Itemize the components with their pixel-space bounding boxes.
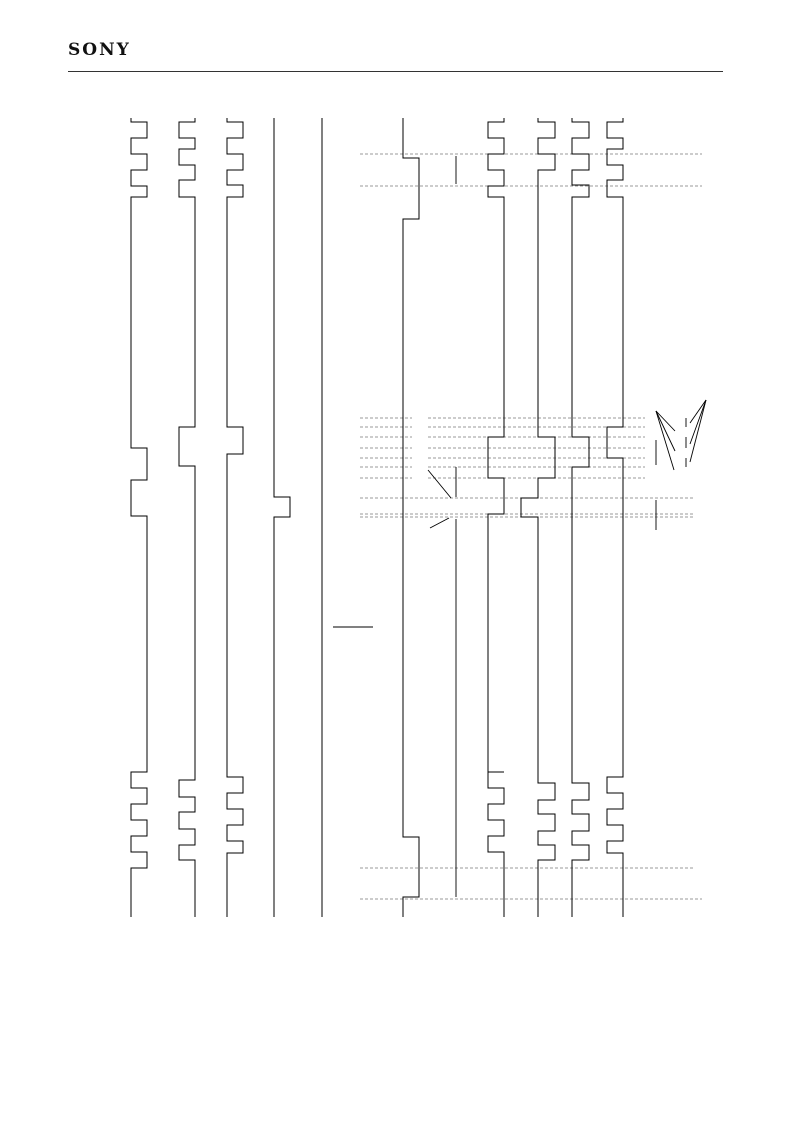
waveform-4 [274, 118, 290, 917]
waveform-1 [131, 118, 147, 917]
waveform-6 [403, 118, 419, 917]
callout-arrow [690, 400, 706, 462]
waveform-3 [227, 118, 243, 917]
header-rule [68, 71, 723, 72]
callout-arrow [656, 411, 674, 470]
waveform-8 [521, 118, 555, 917]
callout-arrow [430, 518, 449, 528]
waveform-9 [572, 118, 589, 917]
guide-lines [360, 154, 702, 899]
callout-arrow [428, 470, 451, 498]
annotation-arrows [333, 156, 706, 897]
callout-arrow [656, 411, 675, 451]
callout-arrow [690, 400, 706, 423]
waveforms [131, 118, 624, 917]
callout-arrow [690, 400, 706, 444]
waveform-7 [488, 118, 504, 917]
waveform-10 [607, 118, 623, 917]
callout-arrow [656, 411, 675, 431]
sony-logo: SONY [68, 40, 131, 60]
waveform-2 [179, 118, 195, 917]
